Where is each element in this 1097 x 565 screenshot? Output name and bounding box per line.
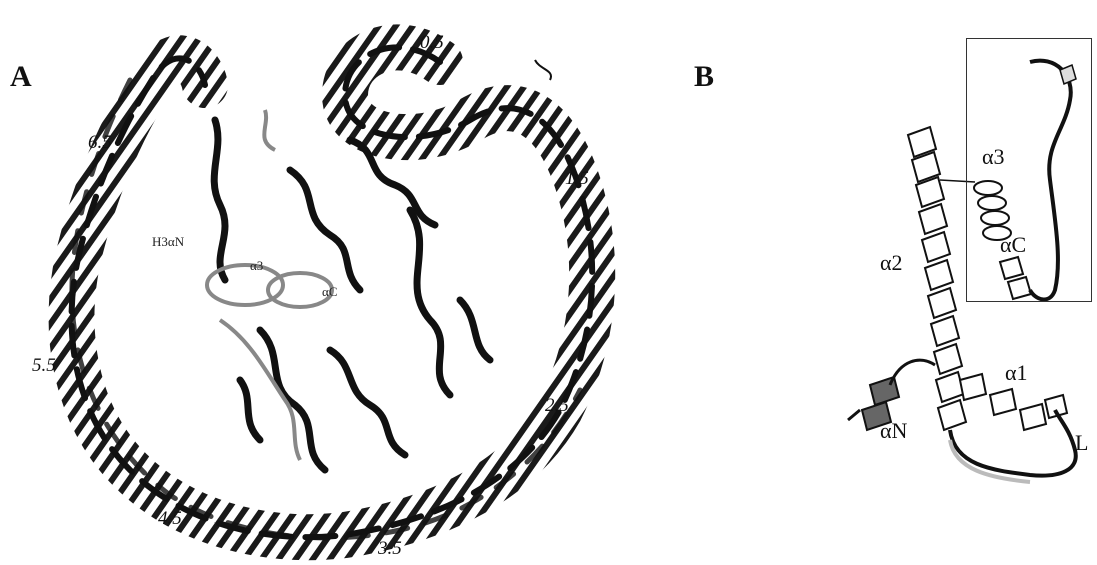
alpha1-label: α1 [1005, 360, 1028, 386]
alpha-n-label: αN [880, 418, 907, 444]
alpha-c-label-b: αC [1000, 232, 1026, 258]
inset-box [966, 38, 1092, 302]
alpha2-label: α2 [880, 250, 903, 276]
loop-label: L [1075, 430, 1088, 456]
alpha3-label-b: α3 [982, 144, 1005, 170]
alpha2-helix [908, 127, 966, 430]
